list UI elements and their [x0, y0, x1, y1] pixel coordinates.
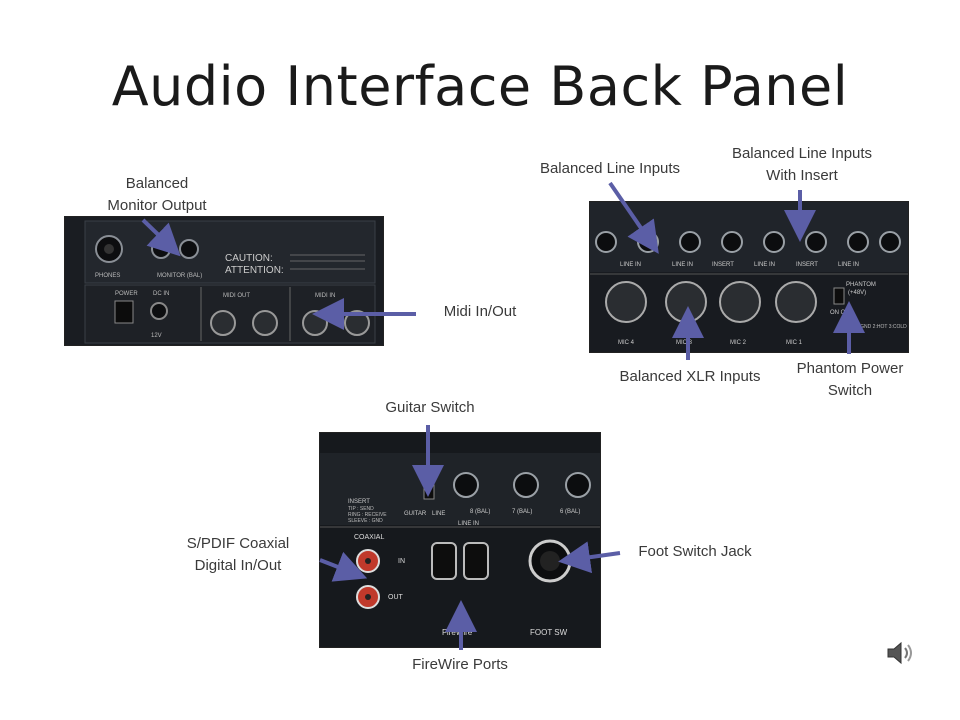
line-in-label-3: LINE IN [754, 262, 775, 268]
line-in-label: LINE IN [458, 521, 479, 527]
mic3-label: MIC 3 [676, 340, 693, 346]
label-balanced-line-inputs: Balanced Line Inputs [539, 160, 681, 177]
slide-title: Audio Interface Back Panel [111, 55, 849, 118]
label-balanced-monitor-output: Balanced Monitor Output [72, 173, 242, 217]
bal6-label: 6 (BAL) [560, 509, 580, 515]
phones-label: PHONES [95, 273, 120, 279]
mic4-label: MIC 4 [618, 340, 635, 346]
tip-label: TIP : SEND [348, 506, 374, 512]
label-foot-switch-jack: Foot Switch Jack [638, 543, 752, 560]
12v-label: 12V [151, 333, 162, 339]
label-balanced-line-inputs-insert: Balanced Line Inputs With Insert [712, 143, 892, 187]
coax-out-label: OUT [388, 594, 404, 601]
insert-label-1: INSERT [712, 262, 734, 268]
mic2-label: MIC 2 [730, 340, 747, 346]
insert-label: INSERT [348, 499, 370, 505]
power-label: POWER [115, 291, 138, 297]
attention-label: ATTENTION: [225, 265, 284, 276]
label-firewire-ports: FireWire Ports [412, 656, 508, 673]
label-phantom-power-line2: Switch [827, 382, 873, 399]
label-balanced-monitor-output-line2: Monitor Output [107, 197, 207, 214]
label-balanced-line-inputs-insert-line1: Balanced Line Inputs [731, 145, 873, 162]
dc-in-label: DC IN [153, 291, 169, 297]
caution-label: CAUTION: [225, 253, 273, 264]
label-phantom-power-switch: Phantom Power Switch [775, 358, 925, 402]
midi-in-label: MIDI IN [315, 293, 335, 299]
label-spdif-line1: S/PDIF Coaxial [186, 535, 290, 552]
monitor-label: MONITOR (BAL) [157, 273, 202, 279]
line-label: LINE [432, 511, 445, 517]
phantom-label: PHANTOM [846, 282, 876, 288]
label-spdif: S/PDIF Coaxial Digital In/Out [168, 533, 308, 577]
mic1-label: MIC 1 [786, 340, 803, 346]
panel-photo-inputs: LINE IN LINE IN INSERT LINE IN INSERT LI… [589, 201, 909, 353]
label-balanced-monitor-output-line1: Balanced [125, 175, 189, 192]
coax-in-label: IN [398, 558, 405, 565]
label-guitar-switch: Guitar Switch [385, 399, 475, 416]
guitar-label: GUITAR [404, 511, 427, 517]
label-balanced-xlr-inputs: Balanced XLR Inputs [619, 368, 761, 385]
ring-label: RING : RECEIVE [348, 512, 387, 518]
coaxial-label: COAXIAL [354, 534, 384, 541]
on-off-label: ON OFF [830, 310, 853, 316]
panel-photo-digital: INSERT TIP : SEND RING : RECEIVE SLEEVE … [319, 432, 601, 648]
line-in-label-4: LINE IN [838, 262, 859, 268]
pins-label: 1:GND 2:HOT 3:COLD [856, 324, 907, 330]
insert-label-2: INSERT [796, 262, 818, 268]
midi-out-label: MIDI OUT [223, 293, 250, 299]
firewire-label: FireWire [442, 628, 473, 637]
label-spdif-line2: Digital In/Out [194, 557, 282, 574]
line-in-label-2: LINE IN [672, 262, 693, 268]
speaker-icon[interactable] [886, 640, 916, 666]
label-midi-in-out: Midi In/Out [443, 303, 517, 320]
foot-sw-label: FOOT SW [530, 628, 568, 637]
bal7-label: 7 (BAL) [512, 509, 532, 515]
phantom-voltage-label: (+48V) [848, 290, 866, 296]
label-phantom-power-line1: Phantom Power [796, 360, 904, 377]
line-in-label-1: LINE IN [620, 262, 641, 268]
panel-photo-monitor-midi: PHONES MONITOR (BAL) CAUTION: ATTENTION:… [64, 216, 384, 346]
bal8-label: 8 (BAL) [470, 509, 490, 515]
label-balanced-line-inputs-insert-line2: With Insert [766, 167, 838, 184]
sleeve-label: SLEEVE : GND [348, 518, 383, 524]
